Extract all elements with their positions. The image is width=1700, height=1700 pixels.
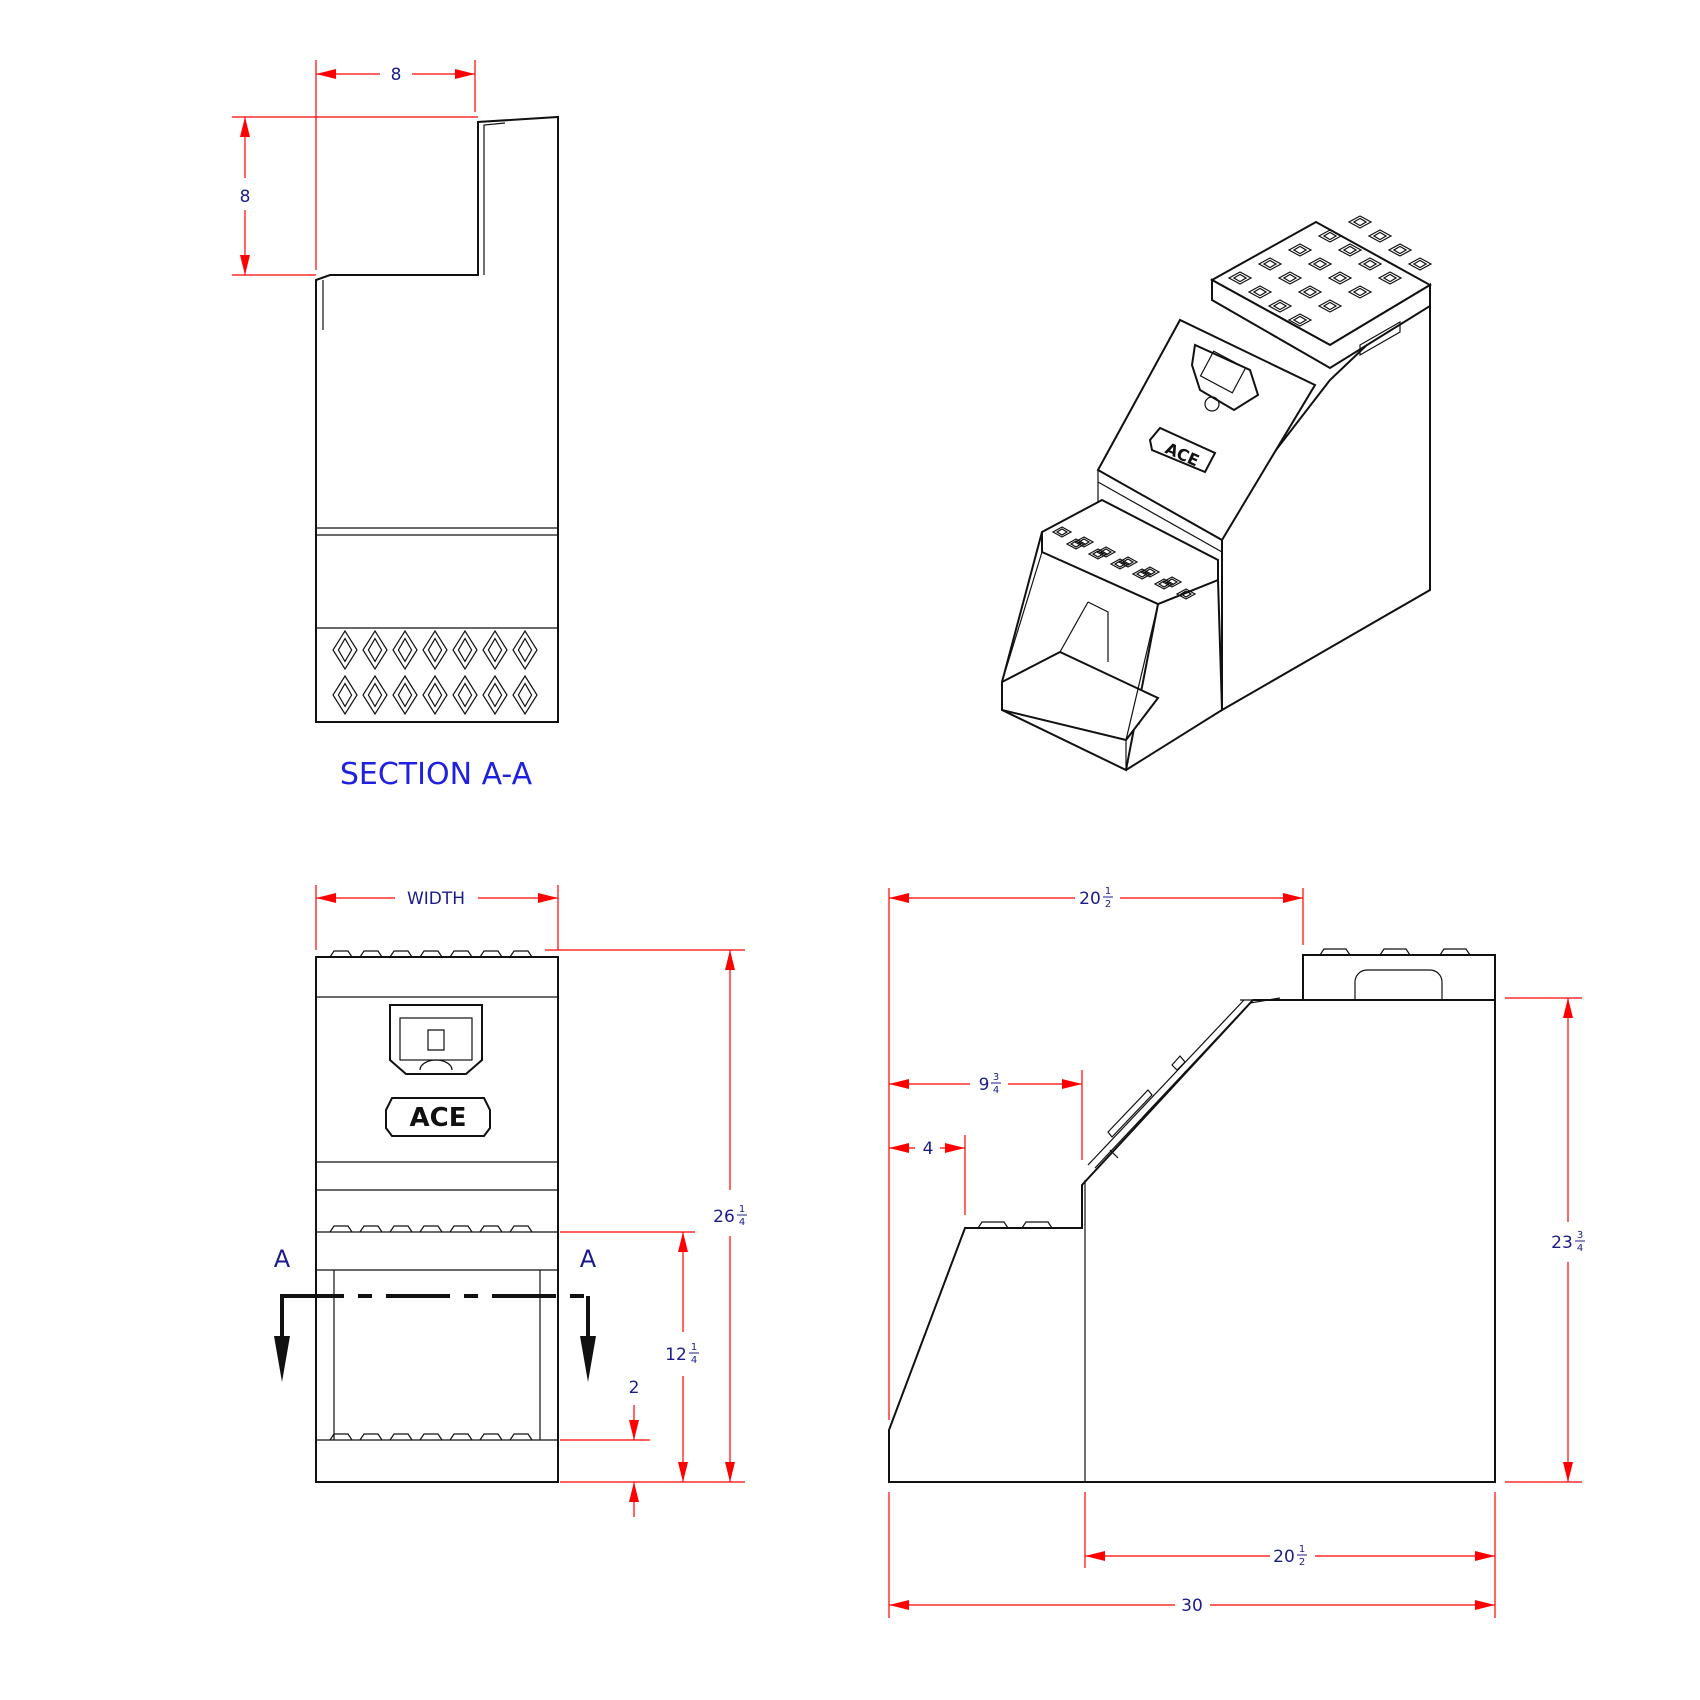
svg-text:1: 1 <box>1299 1544 1305 1555</box>
dim-section-height: 8 <box>240 187 251 207</box>
svg-text:1: 1 <box>1105 886 1111 897</box>
tread-pattern <box>332 629 538 716</box>
svg-text:26: 26 <box>713 1207 735 1227</box>
dim-section-width: 8 <box>391 65 402 85</box>
svg-text:3: 3 <box>1577 1230 1583 1241</box>
dim-side-height: 23 3 4 <box>1551 1230 1585 1254</box>
section-view: SECTION A-A 8 8 <box>232 60 559 792</box>
svg-text:1: 1 <box>691 1342 697 1353</box>
svg-text:12: 12 <box>665 1345 687 1365</box>
svg-text:2: 2 <box>1105 899 1111 910</box>
dim-side-base-width: 20 1 2 <box>1273 1544 1307 1568</box>
ace-logo: ACE <box>385 1097 491 1137</box>
latch-handle-icon[interactable] <box>1190 343 1260 412</box>
dim-side-step1: 4 <box>923 1139 934 1159</box>
svg-text:4: 4 <box>993 1085 999 1096</box>
svg-text:1: 1 <box>739 1204 745 1215</box>
section-title: SECTION A-A <box>340 757 533 792</box>
side-view: 20 1 2 9 3 4 4 23 3 <box>888 886 1585 1618</box>
svg-text:4: 4 <box>739 1217 745 1228</box>
svg-text:2: 2 <box>1299 1557 1305 1568</box>
svg-text:23: 23 <box>1551 1233 1573 1253</box>
dim-front-total-height: 26 1 4 <box>713 1204 747 1228</box>
svg-text:4: 4 <box>691 1355 697 1366</box>
section-marker-left: A <box>274 1245 291 1273</box>
svg-text:ACE: ACE <box>410 1103 467 1133</box>
dim-front-bottom: 2 <box>629 1378 640 1398</box>
isometric-view: ACE <box>1001 215 1433 772</box>
top-tread-pattern <box>1227 215 1433 327</box>
tread-bumps <box>329 950 533 1441</box>
svg-text:20: 20 <box>1273 1547 1295 1567</box>
dim-front-step-height: 12 1 4 <box>665 1342 699 1366</box>
svg-text:9: 9 <box>979 1075 990 1095</box>
svg-text:20: 20 <box>1079 889 1101 909</box>
latch-handle-icon[interactable] <box>389 1004 483 1075</box>
dim-side-total: 30 <box>1181 1596 1203 1616</box>
dim-side-step2: 9 3 4 <box>979 1072 1001 1096</box>
dim-side-top-width: 20 1 2 <box>1079 886 1113 910</box>
svg-text:3: 3 <box>993 1072 999 1083</box>
dim-front-width: WIDTH <box>407 889 465 909</box>
svg-text:4: 4 <box>1577 1243 1583 1254</box>
front-view: ACE A A WIDTH 26 1 4 <box>274 885 747 1517</box>
section-marker-right: A <box>580 1245 597 1273</box>
